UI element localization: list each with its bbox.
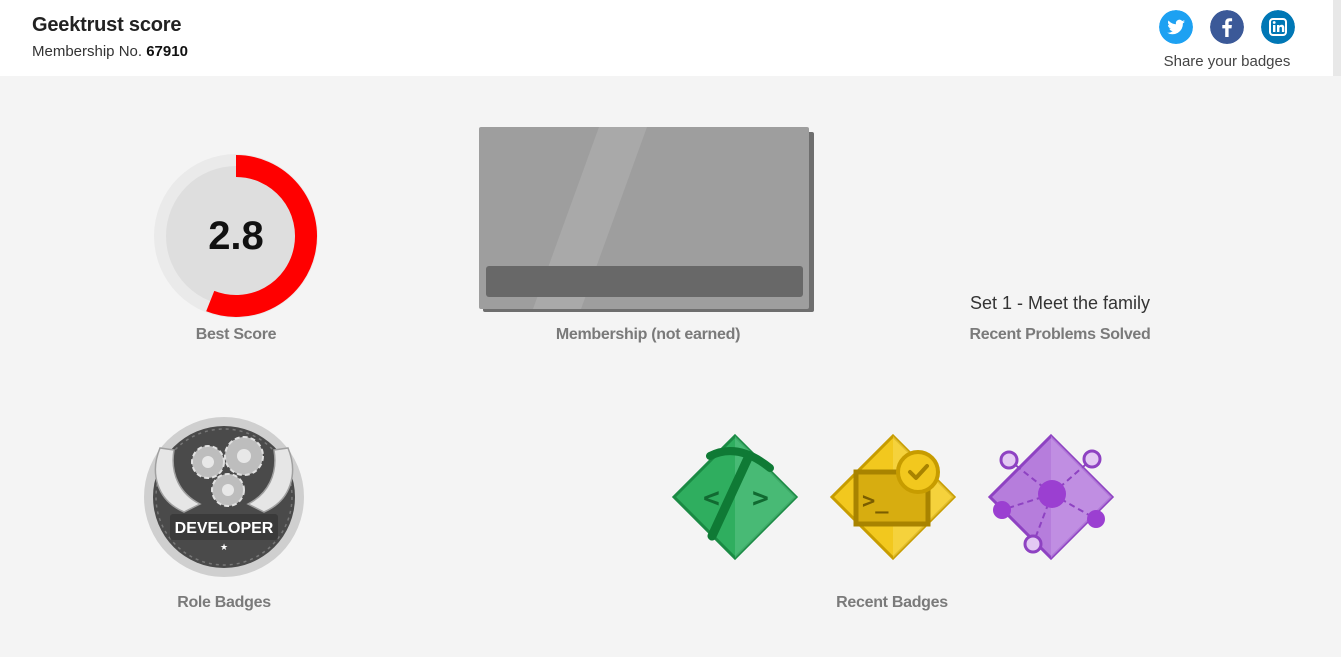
twitter-icon[interactable] [1159,10,1193,44]
network-nodes-badge-icon[interactable] [986,432,1116,562]
best-score-label: Best Score [195,326,277,343]
developer-badge-text: DEVELOPER [175,520,274,537]
svg-text:>_: >_ [862,489,889,514]
role-badges-label: Role Badges [177,594,271,611]
score-gauge: 2.8 [152,152,320,320]
membership-status-label: Membership (not earned) [555,326,741,343]
code-pickaxe-badge-icon[interactable]: < > [670,432,800,562]
developer-badge-icon[interactable]: DEVELOPER ★ [140,414,308,579]
recent-problems-label: Recent Problems Solved [969,326,1151,343]
share-badges-label: Share your badges [1163,53,1291,70]
membership-value: 67910 [146,43,188,60]
facebook-icon[interactable] [1210,10,1244,44]
svg-text:>: > [752,481,769,514]
score-ring [154,154,318,318]
membership-label: Membership No. [32,43,143,60]
header-bar: Geektrust score Membership No. 67910 Sha… [0,0,1341,76]
terminal-check-badge-icon[interactable]: >_ [828,432,958,562]
page-title: Geektrust score [32,14,182,36]
membership-number: Membership No. 67910 [32,43,188,60]
score-progress-arc [206,155,317,317]
recent-badges-label: Recent Badges [836,594,948,611]
recent-problem-item[interactable]: Set 1 - Meet the family [969,293,1151,313]
score-value: 2.8 [208,214,264,258]
svg-text:<: < [703,481,720,514]
share-section: Share your badges [1157,10,1297,70]
membership-card [479,127,814,312]
svg-text:★: ★ [220,543,228,553]
linkedin-icon[interactable] [1261,10,1295,44]
